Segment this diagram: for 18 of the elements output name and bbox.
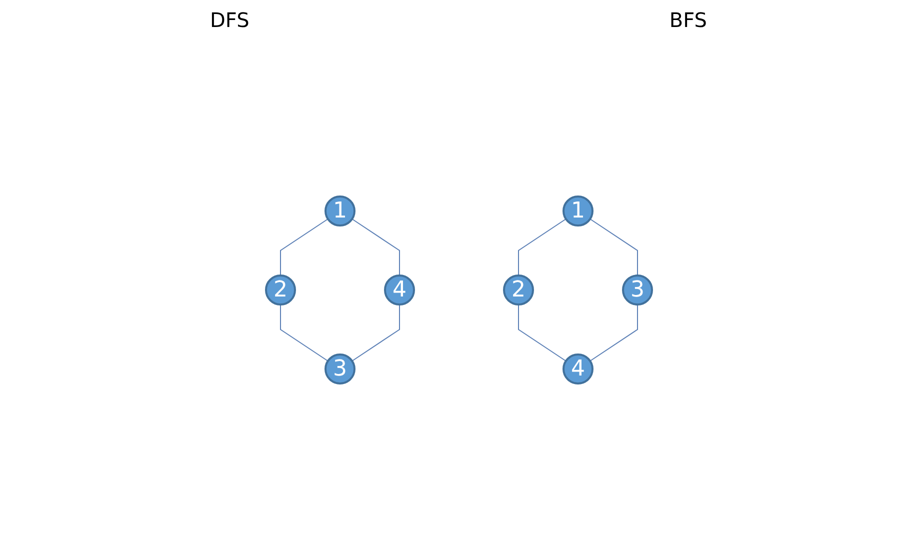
node-circle: 3 — [622, 274, 652, 306]
graph-title: BFS — [669, 8, 707, 32]
connector-line — [518, 304, 566, 362]
connector-line — [351, 218, 400, 276]
node-circle: 4 — [384, 274, 414, 306]
node-circle: 3 — [324, 354, 355, 384]
connector-line — [589, 218, 638, 276]
connector-line — [280, 218, 328, 276]
node-circle: 2 — [264, 274, 296, 306]
connector-line — [351, 304, 400, 362]
connector-line — [589, 304, 638, 362]
graph-title: DFS — [210, 8, 250, 32]
node-circle: 1 — [324, 196, 355, 226]
node-circle: 4 — [562, 354, 593, 384]
node-circle: 1 — [562, 196, 593, 226]
connector-line — [518, 218, 566, 276]
node-circle: 2 — [502, 274, 534, 306]
connector-line — [280, 304, 328, 362]
